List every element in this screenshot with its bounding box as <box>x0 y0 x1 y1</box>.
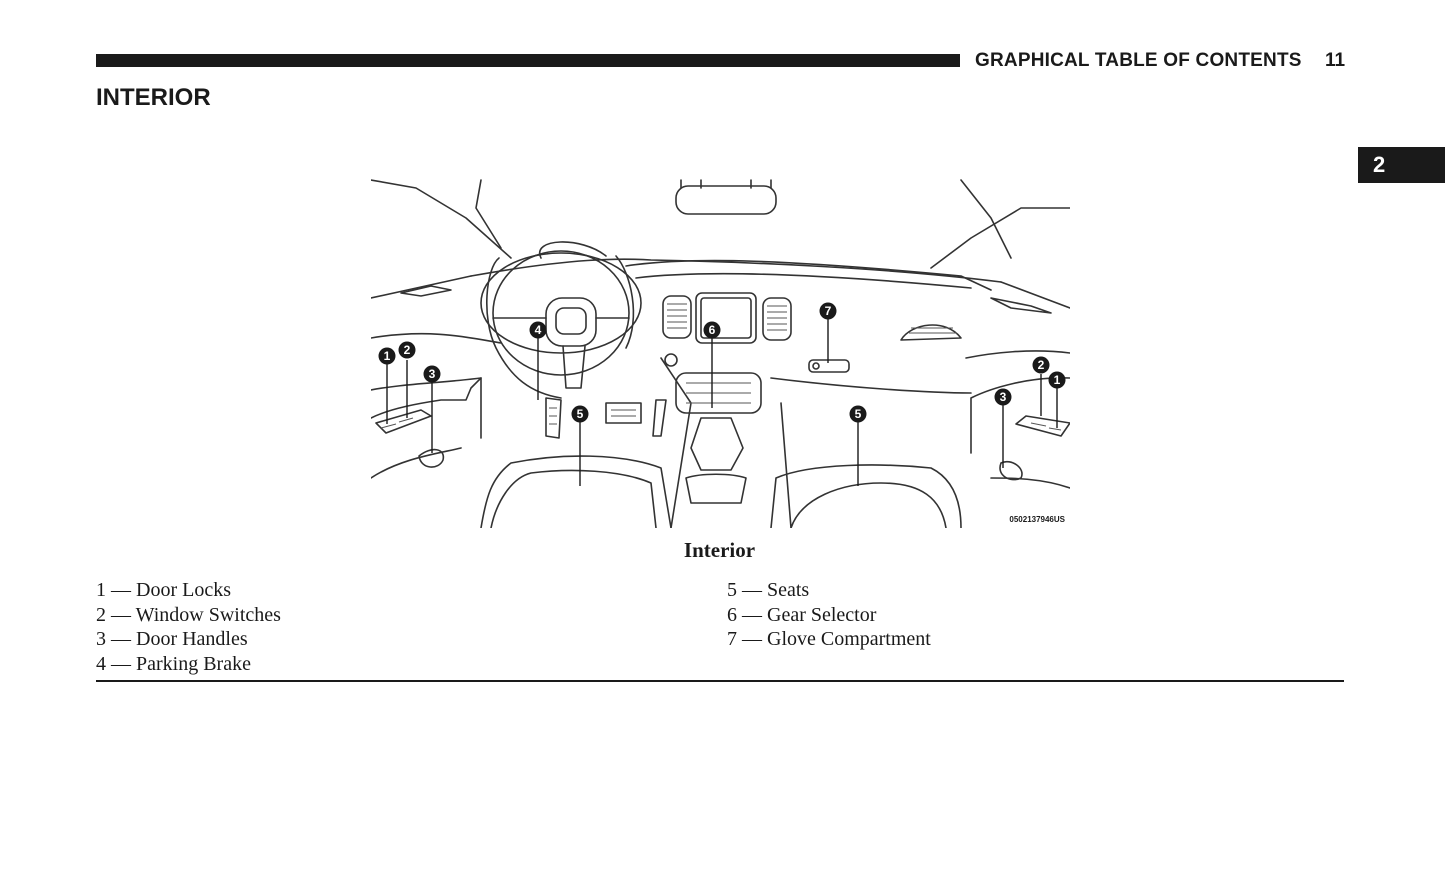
callout-7: 7 <box>819 302 837 320</box>
bottom-rule <box>96 680 1344 682</box>
legend-item-door-locks: 1 — Door Locks <box>96 579 231 601</box>
svg-text:2: 2 <box>1038 358 1045 372</box>
steering-wheel <box>480 241 642 399</box>
legend-item-window-switches: 2 — Window Switches <box>96 603 281 626</box>
chapter-tab-label: 2 <box>1373 152 1386 177</box>
svg-text:1: 1 <box>1054 373 1061 387</box>
windshield-frame <box>371 179 1070 309</box>
svg-text:3: 3 <box>1000 390 1007 404</box>
passenger-door <box>970 376 1070 489</box>
callout-1-passenger: 1 <box>1048 371 1066 389</box>
callout-5-passenger: 5 <box>849 405 867 423</box>
pedals <box>545 397 667 439</box>
legend-item-parking-brake: 4 — Parking Brake <box>96 652 251 675</box>
svg-text:6: 6 <box>709 323 716 337</box>
rearview-mirror <box>675 179 777 215</box>
header-rule <box>96 54 960 67</box>
callout-1-driver: 1 <box>378 347 396 365</box>
svg-text:3: 3 <box>429 367 436 381</box>
section-title: INTERIOR <box>96 84 211 111</box>
legend-item-seats: 5 — Seats <box>727 579 810 601</box>
legend-left-column: 1 — Door Locks 2 — Window Switches 3 — D… <box>96 578 281 676</box>
callout-2-driver: 2 <box>398 341 416 359</box>
image-code: 0502137946US <box>1009 515 1065 524</box>
glove-box <box>808 359 850 373</box>
chapter-tab[interactable]: 2 <box>1358 147 1445 183</box>
leader-lines <box>386 319 1058 486</box>
figure-caption: Interior <box>0 538 1445 563</box>
callout-2-passenger: 2 <box>1032 356 1050 374</box>
page-number: 11 <box>1325 50 1346 71</box>
legend-right-column: 5 — Seats 6 — Gear Selector 7 — Glove Co… <box>727 578 931 652</box>
callout-5-driver: 5 <box>571 405 589 423</box>
running-header-title: GRAPHICAL TABLE OF CONTENTS <box>975 50 1302 71</box>
legend-item-door-handles: 3 — Door Handles <box>96 628 248 650</box>
svg-text:4: 4 <box>535 323 542 337</box>
legend-item-glove-compartment: 7 — Glove Compartment <box>727 628 931 650</box>
dashboard <box>371 258 1070 528</box>
passenger-vent <box>900 324 962 341</box>
svg-text:1: 1 <box>384 349 391 363</box>
callout-6: 6 <box>703 321 721 339</box>
interior-illustration: 0502137946US 1 2 3 4 5 <box>371 178 1070 528</box>
figure-caption-text: Interior <box>683 538 756 562</box>
callout-4: 4 <box>529 321 547 339</box>
seats <box>480 455 962 528</box>
center-stack <box>662 292 792 504</box>
svg-text:7: 7 <box>825 304 832 318</box>
callout-3-passenger: 3 <box>994 388 1012 406</box>
svg-text:5: 5 <box>855 407 862 421</box>
svg-text:5: 5 <box>577 407 584 421</box>
svg-text:2: 2 <box>404 343 411 357</box>
legend-item-gear-selector: 6 — Gear Selector <box>727 603 877 626</box>
driver-door <box>371 377 482 479</box>
callout-3-driver: 3 <box>423 365 441 383</box>
